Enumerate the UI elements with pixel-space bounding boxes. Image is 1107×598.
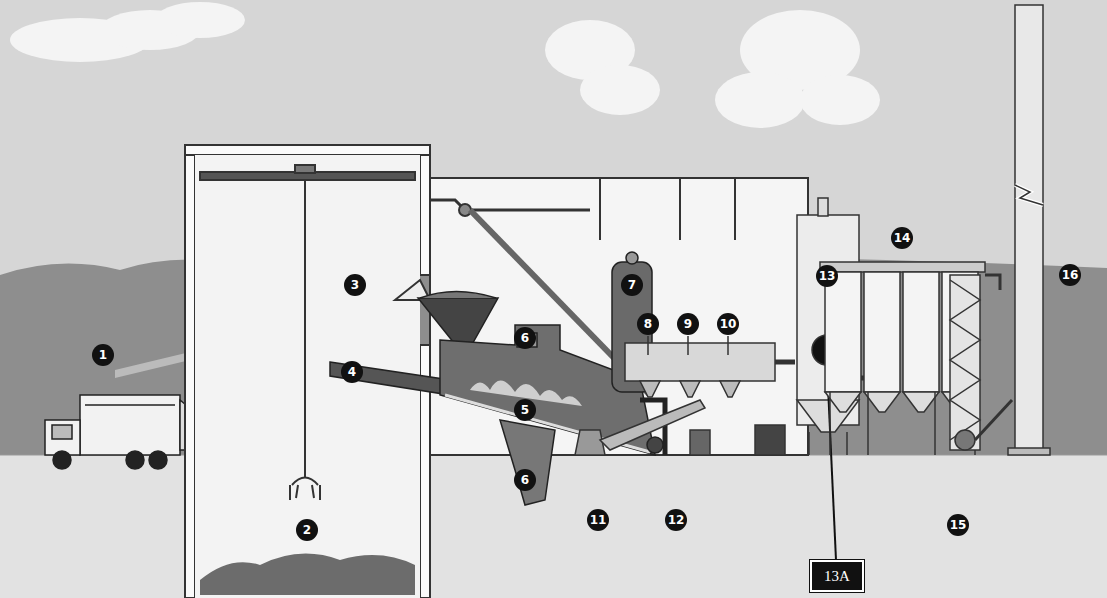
callout-number: 6 xyxy=(514,327,536,349)
economizer xyxy=(625,336,795,397)
callout-number: 5 xyxy=(514,399,536,421)
callout-number: 3 xyxy=(344,274,366,296)
waste-pile xyxy=(200,554,415,595)
callout-number: 4 xyxy=(341,361,363,383)
garbage-truck xyxy=(45,395,192,469)
canopy xyxy=(115,352,190,378)
ground xyxy=(0,455,1107,598)
callout-number: 12 xyxy=(665,509,687,531)
callout-number: 16 xyxy=(1059,264,1081,286)
callout-text: 13A xyxy=(824,568,850,585)
baghouse xyxy=(820,262,985,455)
callout-number: 8 xyxy=(637,313,659,335)
callout-number: 9 xyxy=(677,313,699,335)
stack xyxy=(1008,5,1050,455)
clouds xyxy=(10,2,880,128)
callout-number: 10 xyxy=(717,313,739,335)
callout-number: 13 xyxy=(816,265,838,287)
callout-number: 11 xyxy=(587,509,609,531)
callout-number: 2 xyxy=(296,519,318,541)
induced-draft-fan xyxy=(950,275,1012,450)
callout-number: 7 xyxy=(621,274,643,296)
callout-number: 6 xyxy=(514,469,536,491)
callout-number: 15 xyxy=(947,514,969,536)
ash-handling xyxy=(575,400,785,455)
callout-number: 14 xyxy=(891,227,913,249)
callout-box: 13A xyxy=(810,560,864,592)
callout-number: 1 xyxy=(92,344,114,366)
main-building xyxy=(395,178,808,455)
